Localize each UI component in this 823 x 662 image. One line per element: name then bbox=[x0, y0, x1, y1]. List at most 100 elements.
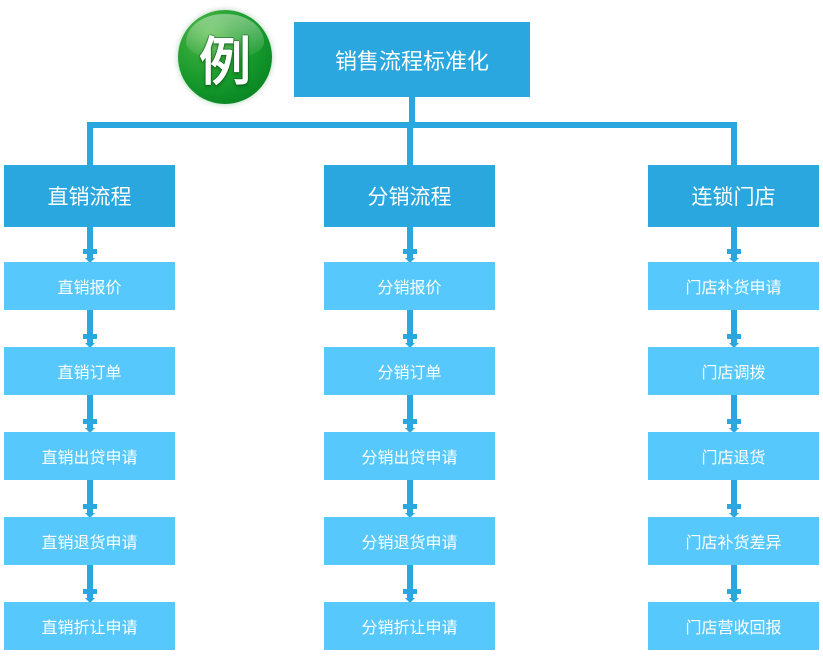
arrow-head bbox=[84, 258, 95, 263]
flow-arrow-2-4 bbox=[399, 480, 421, 518]
flow-arrow-2-1 bbox=[399, 227, 421, 263]
arrow-neck bbox=[406, 339, 413, 343]
bus-drop-connector-1 bbox=[86, 122, 93, 165]
process-box-label: 分销报价 bbox=[377, 278, 442, 297]
arrow-head bbox=[728, 343, 739, 348]
arrow-stem bbox=[730, 395, 737, 419]
flow-arrow-2-3 bbox=[399, 395, 421, 433]
arrow-head bbox=[404, 258, 415, 263]
arrow-neck bbox=[86, 424, 93, 428]
arrow-wing bbox=[726, 589, 741, 594]
arrow-neck bbox=[730, 424, 737, 428]
column-header-box-3[interactable]: 连锁门店 bbox=[648, 165, 819, 227]
flow-arrow-2-2 bbox=[399, 310, 421, 348]
arrow-stem bbox=[406, 310, 413, 334]
root-title-label: 销售流程标准化 bbox=[334, 49, 489, 75]
root-title-box[interactable]: 销售流程标准化 bbox=[294, 22, 530, 97]
arrow-stem bbox=[730, 310, 737, 334]
process-box-2-5[interactable]: 分销折让申请 bbox=[324, 602, 495, 650]
arrow-head bbox=[84, 513, 95, 518]
process-box-1-1[interactable]: 直销报价 bbox=[4, 262, 175, 310]
process-box-label: 直销出贷申请 bbox=[41, 448, 138, 467]
arrow-wing bbox=[82, 589, 97, 594]
arrow-stem bbox=[86, 480, 93, 504]
flow-arrow-2-5 bbox=[399, 565, 421, 603]
flow-arrow-3-1 bbox=[723, 227, 745, 263]
process-box-3-4[interactable]: 门店补货差异 bbox=[648, 517, 819, 565]
process-box-label: 门店营收回报 bbox=[685, 618, 782, 637]
arrow-wing bbox=[82, 249, 97, 254]
arrow-neck bbox=[406, 594, 413, 598]
process-box-3-3[interactable]: 门店退货 bbox=[648, 432, 819, 480]
process-box-2-3[interactable]: 分销出贷申请 bbox=[324, 432, 495, 480]
bus-drop-connector-2 bbox=[406, 122, 413, 165]
arrow-stem bbox=[86, 227, 93, 249]
column-header-box-1[interactable]: 直销流程 bbox=[4, 165, 175, 227]
flow-arrow-1-1 bbox=[79, 227, 101, 263]
arrow-wing bbox=[402, 419, 417, 424]
arrow-wing bbox=[726, 249, 741, 254]
arrow-stem bbox=[86, 395, 93, 419]
process-box-label: 直销折让申请 bbox=[41, 618, 138, 637]
flow-arrow-1-4 bbox=[79, 480, 101, 518]
process-box-label: 分销退货申请 bbox=[361, 533, 458, 552]
column-header-box-2[interactable]: 分销流程 bbox=[324, 165, 495, 227]
arrow-neck bbox=[406, 254, 413, 258]
arrow-wing bbox=[82, 504, 97, 509]
arrow-neck bbox=[406, 509, 413, 513]
arrow-stem bbox=[86, 565, 93, 589]
arrow-wing bbox=[402, 589, 417, 594]
arrow-head bbox=[84, 343, 95, 348]
flow-arrow-3-2 bbox=[723, 310, 745, 348]
process-box-1-5[interactable]: 直销折让申请 bbox=[4, 602, 175, 650]
arrow-head bbox=[84, 598, 95, 603]
arrow-stem bbox=[406, 227, 413, 249]
arrow-head bbox=[728, 513, 739, 518]
arrow-wing bbox=[82, 419, 97, 424]
process-box-3-2[interactable]: 门店调拨 bbox=[648, 347, 819, 395]
flow-arrow-1-5 bbox=[79, 565, 101, 603]
arrow-stem bbox=[86, 310, 93, 334]
process-box-2-2[interactable]: 分销订单 bbox=[324, 347, 495, 395]
arrow-wing bbox=[402, 249, 417, 254]
arrow-wing bbox=[726, 419, 741, 424]
arrow-stem bbox=[730, 565, 737, 589]
flow-arrow-3-3 bbox=[723, 395, 745, 433]
arrow-neck bbox=[406, 424, 413, 428]
arrow-wing bbox=[726, 504, 741, 509]
arrow-wing bbox=[402, 334, 417, 339]
process-box-2-1[interactable]: 分销报价 bbox=[324, 262, 495, 310]
process-box-3-1[interactable]: 门店补货申请 bbox=[648, 262, 819, 310]
column-header-label: 直销流程 bbox=[47, 185, 132, 209]
arrow-wing bbox=[82, 334, 97, 339]
process-box-label: 门店补货申请 bbox=[685, 278, 782, 297]
arrow-stem bbox=[406, 395, 413, 419]
arrow-stem bbox=[730, 480, 737, 504]
arrow-neck bbox=[86, 339, 93, 343]
flow-arrow-1-2 bbox=[79, 310, 101, 348]
arrow-wing bbox=[402, 504, 417, 509]
arrow-stem bbox=[406, 480, 413, 504]
flow-arrow-1-3 bbox=[79, 395, 101, 433]
arrow-neck bbox=[730, 254, 737, 258]
arrow-head bbox=[404, 598, 415, 603]
arrow-neck bbox=[730, 509, 737, 513]
arrow-head bbox=[84, 428, 95, 433]
arrow-stem bbox=[730, 227, 737, 249]
process-box-1-2[interactable]: 直销订单 bbox=[4, 347, 175, 395]
root-stem-connector bbox=[409, 97, 415, 128]
process-box-1-4[interactable]: 直销退货申请 bbox=[4, 517, 175, 565]
column-header-label: 连锁门店 bbox=[691, 185, 776, 209]
process-box-2-4[interactable]: 分销退货申请 bbox=[324, 517, 495, 565]
process-box-label: 门店调拨 bbox=[701, 363, 766, 382]
process-box-1-3[interactable]: 直销出贷申请 bbox=[4, 432, 175, 480]
process-box-label: 分销出贷申请 bbox=[361, 448, 458, 467]
process-box-label: 门店退货 bbox=[701, 448, 766, 467]
process-box-3-5[interactable]: 门店营收回报 bbox=[648, 602, 819, 650]
arrow-neck bbox=[86, 254, 93, 258]
arrow-head bbox=[404, 343, 415, 348]
flow-arrow-3-4 bbox=[723, 480, 745, 518]
arrow-neck bbox=[86, 594, 93, 598]
column-header-label: 分销流程 bbox=[367, 185, 452, 209]
process-box-label: 分销折让申请 bbox=[361, 618, 458, 637]
